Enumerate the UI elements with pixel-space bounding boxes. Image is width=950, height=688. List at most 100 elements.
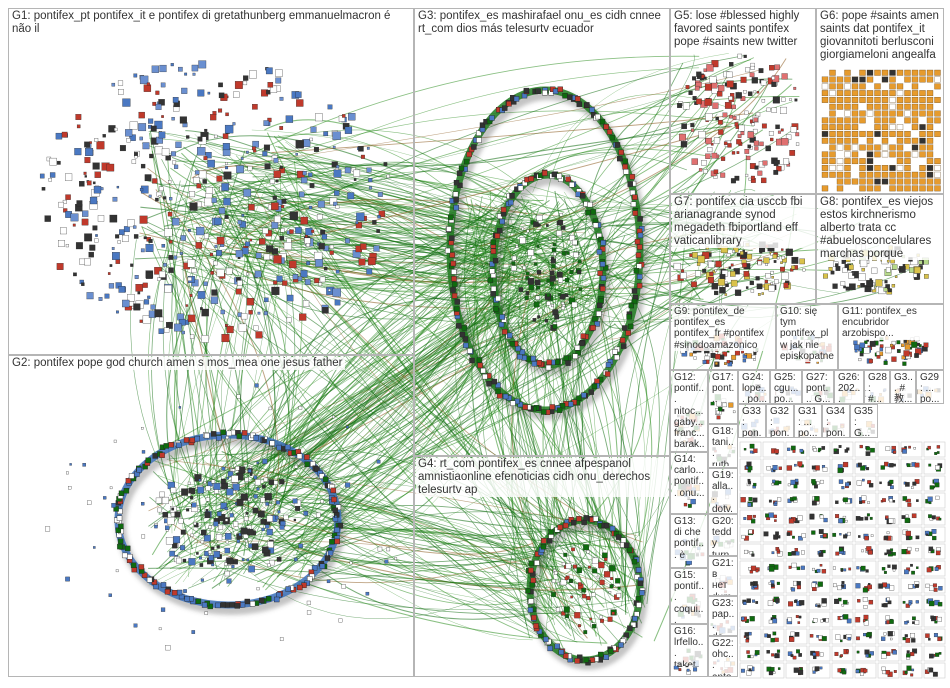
mini-group-node-node <box>810 514 814 518</box>
mini-group-node-node <box>893 552 896 555</box>
mini-group-node-node <box>820 535 823 538</box>
group-label-g27: G27: pont... G... <box>804 372 833 404</box>
mini-group-node-node <box>840 640 842 642</box>
mini-group-node-node <box>749 497 753 501</box>
group-label-g4: G4: rt_com pontifex_es cnnee afpespanol … <box>416 458 668 497</box>
mini-group-node-node <box>863 588 868 593</box>
mini-group-node-node <box>768 601 773 606</box>
mini-group-node-node <box>908 446 910 448</box>
mini-group-node-node <box>820 653 823 656</box>
mini-group-node-node <box>887 532 889 534</box>
mini-group-node-node <box>842 585 845 588</box>
mini-group-node-node <box>856 637 859 640</box>
group-box-g22: G22: ohc... anto... <box>708 636 738 677</box>
group-label-g19: G19: alla... dotv... <box>710 470 737 512</box>
mini-group-node-node <box>747 599 751 603</box>
group-label-g9: G9: pontifex_de pontifex_es pontifex_fr … <box>672 306 775 351</box>
mini-group-node-node <box>910 633 915 638</box>
mini-group-node-node <box>753 515 756 518</box>
mini-group-node-node <box>843 462 848 467</box>
mini-group-node-node <box>935 567 939 571</box>
group-box-g16: G16: lrfello... taket... <box>670 624 708 677</box>
mini-group-node-node <box>798 670 803 675</box>
mini-group-node-node <box>842 486 845 489</box>
mini-group-node-node <box>834 449 837 452</box>
mini-group-node-node <box>772 483 774 485</box>
mini-group-node-node <box>865 650 870 655</box>
mini-group-node-node <box>769 500 772 503</box>
group-box-g7: G7: pontifex cia usccb fbi arianagrande … <box>670 194 816 304</box>
mini-group-node-node <box>823 534 827 538</box>
mini-group-node-node <box>906 531 911 536</box>
mini-group-node-node <box>888 631 893 636</box>
mini-group-node-node <box>813 656 816 659</box>
mini-group-node-node <box>814 485 818 489</box>
group-box-g18: G18: tani... ruth... <box>708 424 738 468</box>
mini-group-node-node <box>902 549 907 554</box>
group-box-g13: G13: di che pontif... è <box>670 514 708 568</box>
mini-group-node-node <box>867 501 869 503</box>
mini-group-node-node <box>849 568 851 570</box>
mini-group-node-node <box>835 501 838 504</box>
mini-group-node-node <box>927 568 932 573</box>
mini-group-node-node <box>769 671 773 675</box>
group-box-g21: G21: в нет dum... <box>708 556 738 596</box>
mini-group-node-node <box>934 452 937 455</box>
group-label-g24: G24: lope... po... <box>740 372 769 404</box>
mini-group-node-node <box>858 463 862 467</box>
mini-group-node-node <box>822 636 827 641</box>
mini-group-node-node <box>744 550 748 554</box>
mini-group-node-node <box>742 535 746 539</box>
mini-group-node-node <box>787 448 790 451</box>
group-label-g35: G35: G... au... <box>852 406 877 438</box>
mini-group-node-node <box>935 653 939 657</box>
mini-group-node-node <box>746 671 751 676</box>
mini-group-node-node <box>869 600 873 604</box>
mini-group-node-node <box>929 668 933 672</box>
mini-group-node-node <box>890 486 893 489</box>
mini-group-node-node <box>856 670 859 673</box>
group-label-g13: G13: di che pontif... è <box>672 516 707 561</box>
mini-group-node-node <box>886 616 890 620</box>
mini-group-node-node <box>860 672 863 675</box>
mini-group-node-node <box>925 634 929 638</box>
group-label-g3: G3: pontifex_es mashirafael onu_es cidh … <box>416 10 668 36</box>
mini-group-node-node <box>929 601 934 606</box>
mini-group-node-node <box>834 599 839 604</box>
mini-group-node-node <box>813 653 816 656</box>
mini-group-node-node <box>857 481 862 486</box>
mini-group-node-node <box>888 601 891 604</box>
mini-group-node-node <box>775 501 777 503</box>
mini-group-node-node <box>862 500 865 503</box>
group-box-g32: G32: pon... <box>766 404 794 438</box>
mini-group-node-node <box>889 463 893 467</box>
mini-group-node-node <box>937 451 939 453</box>
mini-group-node-node <box>842 604 844 606</box>
mini-group-node-node <box>857 599 860 602</box>
mini-group-node-node <box>811 583 815 587</box>
mini-group-node-node <box>819 529 824 534</box>
mini-group-node-node <box>839 533 841 535</box>
mini-group-node-node <box>878 584 883 589</box>
group-box-g28: G28: #... au... <box>864 370 890 404</box>
mini-group-node-node <box>915 620 919 624</box>
mini-group-node-node <box>905 482 909 486</box>
mini-group-node-node <box>793 450 796 453</box>
mini-group-node-node <box>747 651 750 654</box>
mini-group-node-node <box>820 515 824 519</box>
mini-group-node-node <box>887 598 890 601</box>
mini-group-node-node <box>748 466 752 470</box>
mini-group-node-node <box>939 518 941 520</box>
group-label-g18: G18: tani... ruth... <box>710 426 737 466</box>
mini-group-node-node <box>866 467 869 470</box>
group-box-g3: G3: pontifex_es mashirafael onu_es cidh … <box>414 8 670 456</box>
mini-group-node-node <box>773 672 775 674</box>
mini-group-node-node <box>769 513 774 518</box>
mini-group-node-node <box>894 670 897 673</box>
mini-group-node-node <box>845 483 849 487</box>
mini-group-node-node <box>930 486 934 490</box>
mini-group-node-node <box>916 536 919 539</box>
mini-group-node-node <box>791 632 795 636</box>
mini-group-node-node <box>767 466 771 470</box>
mini-group-node-node <box>837 586 841 590</box>
